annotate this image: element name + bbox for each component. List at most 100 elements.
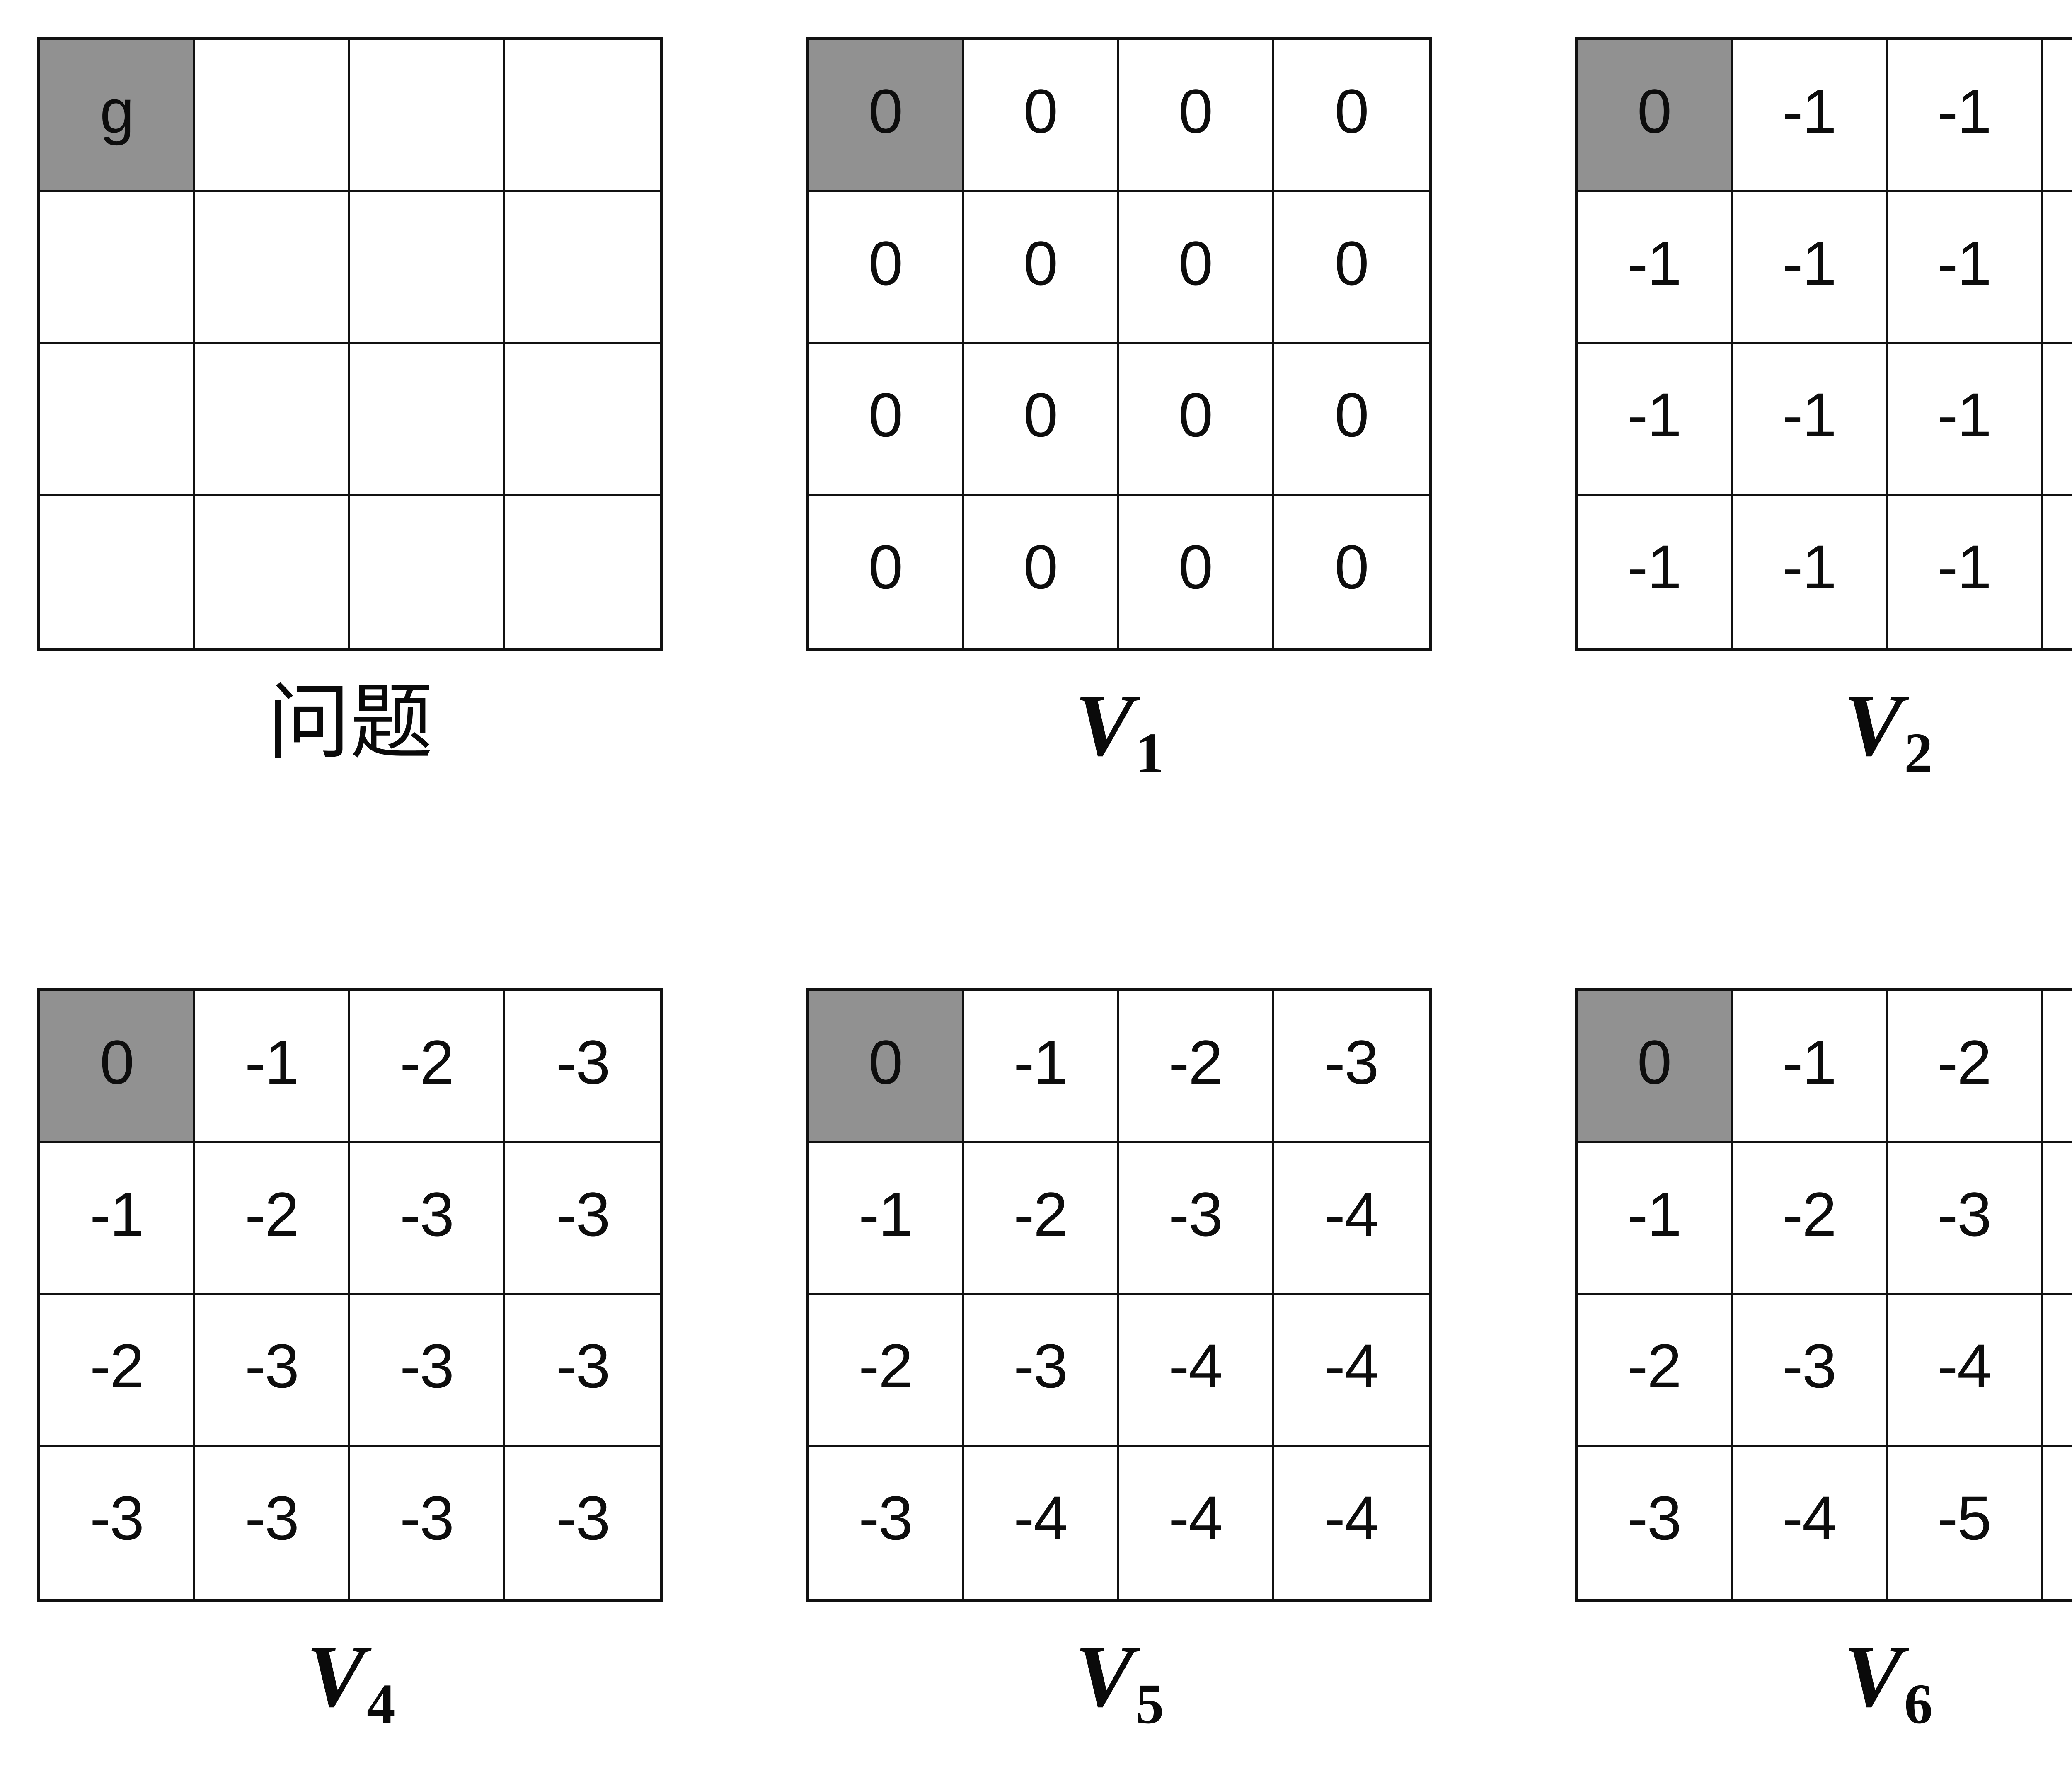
grid-cell: 0 — [1274, 192, 1429, 344]
grid-cell: -2 — [40, 1295, 195, 1447]
grid-cell: 0 — [1274, 40, 1429, 192]
grid-cell: 0 — [1274, 344, 1429, 496]
grid-cell — [40, 344, 195, 496]
grid-cell-value: 0 — [1334, 228, 1369, 298]
grid-cell — [195, 344, 350, 496]
grid-cell: -2 — [1119, 991, 1274, 1143]
grid-cell: -1 — [964, 991, 1119, 1143]
grid-cell: -2 — [809, 1295, 964, 1447]
panel-caption: V5 — [806, 1629, 1432, 1736]
grid-cell-value: 0 — [1178, 380, 1213, 450]
grid-cell: 0 — [1119, 192, 1274, 344]
grid-cell: -3 — [964, 1295, 1119, 1447]
panel-caption: V2 — [1575, 678, 2072, 785]
grid-cell: -3 — [350, 1447, 505, 1599]
grid-cell: -3 — [2043, 991, 2072, 1143]
grid-cell: -1 — [1733, 40, 1888, 192]
grid-cell: 0 — [1119, 496, 1274, 648]
grid-cell-value: -3 — [1324, 1027, 1379, 1097]
grid-cell — [350, 496, 505, 648]
grid-cell-value: -1 — [244, 1027, 299, 1097]
panel-caption: V6 — [1575, 1629, 2072, 1736]
grid-cell-value: 0 — [1637, 1027, 1672, 1097]
panel-caption-subscript: 4 — [367, 1672, 395, 1736]
grid-cell: 0 — [1119, 344, 1274, 496]
grid-cell-value: 0 — [1023, 76, 1058, 146]
panel-caption-subscript: 5 — [1135, 1672, 1164, 1736]
grid-cell-value: -4 — [1168, 1331, 1223, 1401]
grid-cell-value: -2 — [1013, 1179, 1068, 1249]
grid-cell: 0 — [964, 496, 1119, 648]
grid-cell-value: -1 — [1937, 532, 1992, 602]
grid-cell: 0 — [964, 344, 1119, 496]
grid-cell: -1 — [1578, 192, 1733, 344]
grid-cell: -5 — [1888, 1447, 2043, 1599]
grid-cell: -4 — [1888, 1295, 2043, 1447]
grid-cell-value: -2 — [1168, 1027, 1223, 1097]
grid-cell-value: -2 — [90, 1331, 144, 1401]
grid-cell: -1 — [2043, 192, 2072, 344]
grid-table: 0-1-2-3-1-2-3-3-2-3-3-3-3-3-3-3 — [37, 988, 663, 1602]
grid-cell: -1 — [1578, 344, 1733, 496]
grid-cell-value: -3 — [1168, 1179, 1223, 1249]
grid-cell: -1 — [1733, 496, 1888, 648]
grid-cell-value: -1 — [1627, 380, 1682, 450]
grid-cell — [505, 344, 660, 496]
grid-cell: -1 — [1733, 344, 1888, 496]
grid-cell-value: -1 — [1627, 532, 1682, 602]
grid-cell-terminal: g — [40, 40, 195, 192]
grid-cell-value: -2 — [399, 1027, 454, 1097]
grid-cell-value: -3 — [90, 1483, 144, 1553]
grid-cell: -2 — [1888, 991, 2043, 1143]
grid-cell: -1 — [1888, 496, 2043, 648]
grid-cell-value: 0 — [1334, 380, 1369, 450]
grid-cell: -3 — [1888, 1143, 2043, 1295]
grid-cell-terminal: 0 — [40, 991, 195, 1143]
grid-cell-value: 0 — [1178, 228, 1213, 298]
grid-cell: -4 — [1733, 1447, 1888, 1599]
grid-cell-value: 0 — [1178, 532, 1213, 602]
grid-cell: -3 — [1733, 1295, 1888, 1447]
panel-caption-symbol: V — [1075, 675, 1135, 774]
grid-cell-value: -3 — [1627, 1483, 1682, 1553]
grid-cell: -2 — [964, 1143, 1119, 1295]
grid-cell-value: -4 — [1324, 1483, 1379, 1553]
grid-cell: -4 — [1274, 1295, 1429, 1447]
grid-cell: -3 — [40, 1447, 195, 1599]
grid-cell-value: -1 — [90, 1179, 144, 1249]
grid-cell: 0 — [1119, 40, 1274, 192]
grid-cell: -3 — [1578, 1447, 1733, 1599]
grid-cell — [505, 496, 660, 648]
grid-cell-value: -1 — [1782, 532, 1837, 602]
grid-cell-value: -3 — [244, 1483, 299, 1553]
grid-cell: 0 — [809, 496, 964, 648]
grid-cell-value: -3 — [399, 1331, 454, 1401]
grid-cell: 0 — [809, 192, 964, 344]
grid-cell-value: -3 — [556, 1027, 610, 1097]
grid-cell: -3 — [505, 991, 660, 1143]
value-grid-panel: 0-1-1-1-1-1-1-1-1-1-1-1-1-1-1-1V2 — [1575, 37, 2072, 784]
grid-cell — [350, 40, 505, 192]
grid-cell — [505, 192, 660, 344]
grid-cell: -4 — [1274, 1447, 1429, 1599]
grid-cell: -1 — [195, 991, 350, 1143]
grid-cell: -3 — [195, 1295, 350, 1447]
grid-cell-value: -1 — [1782, 380, 1837, 450]
grid-cell: -4 — [964, 1447, 1119, 1599]
panel-caption-subscript: 6 — [1904, 1672, 1933, 1736]
panel-caption-symbol: V — [306, 1626, 366, 1726]
grid-cell-value: -1 — [1782, 1027, 1837, 1097]
grid-cell-value: -3 — [556, 1331, 610, 1401]
grid-cell: -3 — [195, 1447, 350, 1599]
grid-cell: -4 — [1119, 1447, 1274, 1599]
grid-cell-terminal: 0 — [1578, 40, 1733, 192]
grid-cell-value: -1 — [1013, 1027, 1068, 1097]
grid-cell: -3 — [505, 1143, 660, 1295]
grid-cell-value: -4 — [1324, 1179, 1379, 1249]
grid-table: g — [37, 37, 663, 651]
grid-cell: -1 — [1733, 192, 1888, 344]
grid-cell: -1 — [1888, 344, 2043, 496]
